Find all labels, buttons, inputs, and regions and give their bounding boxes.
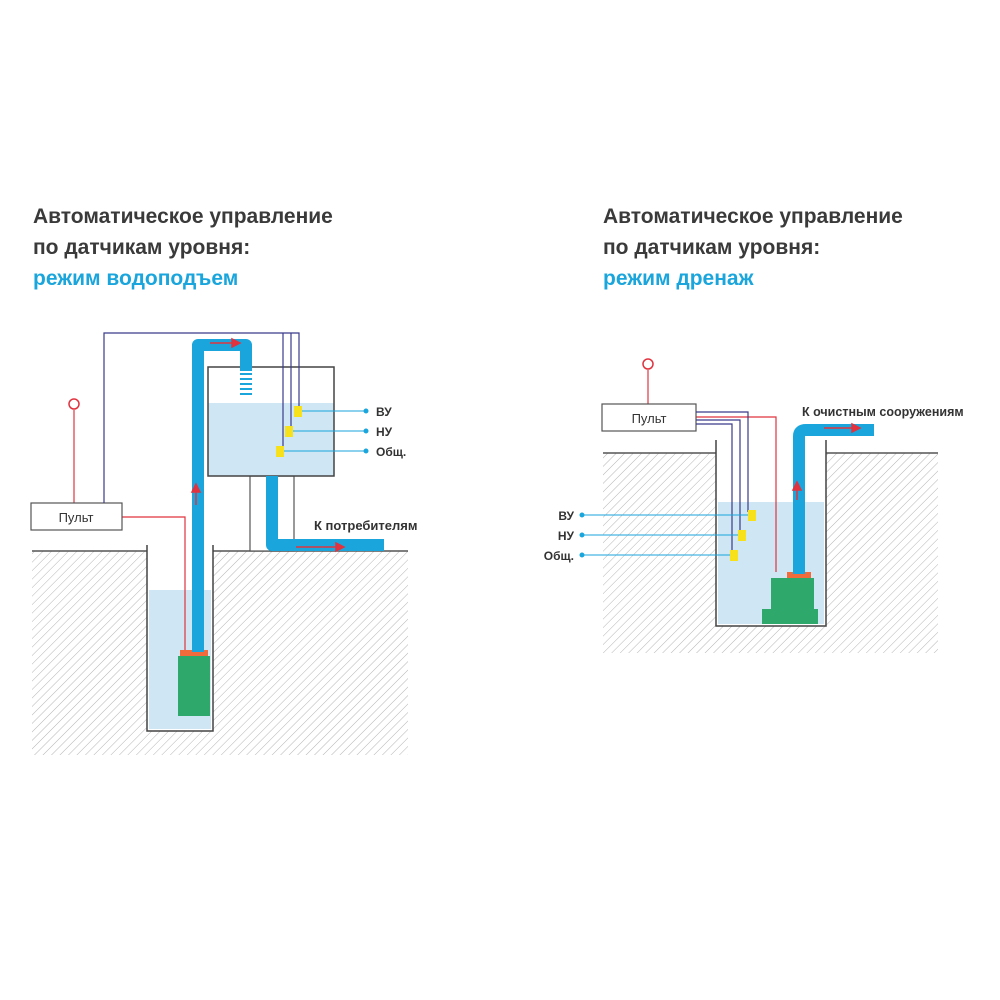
right-sensor-wires	[696, 411, 749, 552]
right-control-panel	[601, 403, 697, 432]
right-sensor-leaders	[579, 512, 748, 558]
left-well-walls	[146, 545, 214, 732]
left-sensor-label-common: Общ.	[376, 445, 406, 459]
left-sensor-label-high: ВУ	[376, 405, 392, 419]
right-flow-arrows	[791, 422, 862, 500]
right-pump-signal-wire	[696, 416, 777, 572]
left-pump	[178, 656, 210, 716]
left-diagram-title: Автоматическое управление по датчикам ур…	[33, 201, 333, 294]
left-control-panel	[30, 502, 123, 531]
left-power-connector-icon	[68, 398, 80, 410]
left-sensor-label-low: НУ	[376, 425, 393, 439]
right-outlet-pipe	[793, 424, 874, 574]
right-sensor-common	[730, 550, 738, 561]
right-outlet-label: К очистным сооружениям	[802, 405, 964, 419]
left-sensor-common	[276, 446, 284, 457]
right-pump	[762, 578, 818, 624]
left-spray	[240, 373, 252, 395]
right-diagram-title: Автоматическое управление по датчикам ур…	[603, 201, 903, 294]
left-pump-cap	[180, 650, 208, 657]
left-pump-signal-wire	[122, 516, 186, 650]
right-pump-cap	[787, 572, 811, 579]
left-outlet-pipe	[266, 476, 384, 551]
left-outlet-label: К потребителям	[314, 518, 417, 533]
left-sensor-leaders	[284, 408, 369, 454]
left-sensor-low	[285, 426, 293, 437]
left-tank-water	[208, 403, 334, 476]
left-supply-pipe	[192, 339, 252, 652]
right-title-line-1: Автоматическое управление	[603, 205, 903, 228]
left-flow-arrows	[190, 337, 346, 553]
left-sensor-wires	[103, 332, 300, 503]
right-sensor-label-low: НУ	[558, 529, 575, 543]
right-diagram: Пульт ВУ НУ Общ. К очистным сооружениям	[544, 358, 964, 653]
right-sensor-high	[748, 510, 756, 521]
right-sensor-label-common: Общ.	[544, 549, 574, 563]
right-sensor-low	[738, 530, 746, 541]
right-sensor-label-high: ВУ	[558, 509, 574, 523]
left-diagram: Пульт ВУ НУ Общ. К потребителям	[30, 332, 417, 755]
left-title-mode: режим водоподъем	[33, 267, 239, 290]
right-panel-label: Пульт	[632, 411, 667, 426]
left-title-line-2: по датчикам уровня:	[33, 236, 251, 259]
right-pit-walls	[715, 440, 827, 627]
left-panel-label: Пульт	[59, 510, 94, 525]
left-title-line-1: Автоматическое управление	[33, 205, 333, 228]
right-title-mode: режим дренаж	[603, 267, 754, 290]
left-ground	[32, 551, 408, 755]
left-sensor-high	[294, 406, 302, 417]
right-power-connector-icon	[642, 358, 654, 370]
right-title-line-2: по датчикам уровня:	[603, 236, 821, 259]
